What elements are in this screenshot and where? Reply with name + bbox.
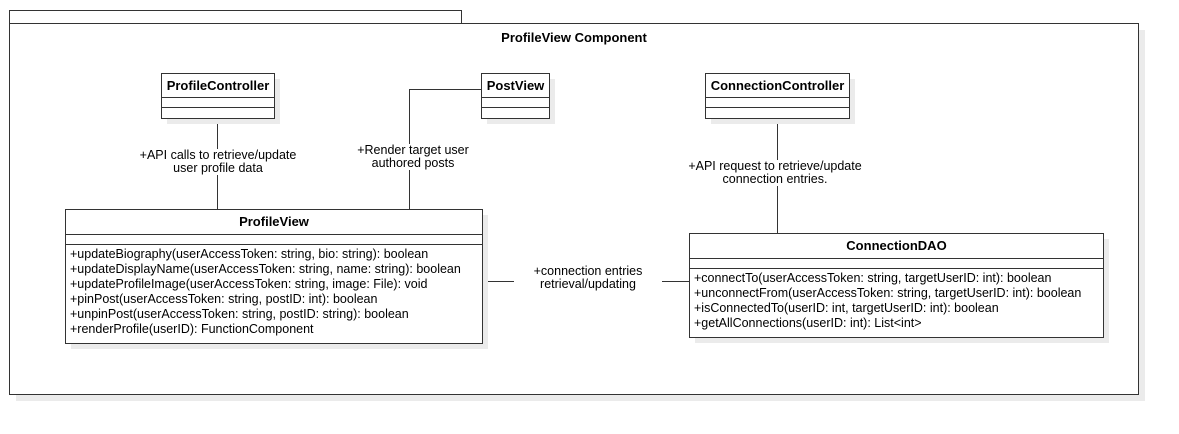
method-connect-to: +connectTo(userAccessToken: string, targ… (694, 271, 1052, 285)
attributes-section (162, 98, 274, 108)
attributes-section (66, 235, 482, 245)
method-get-all-connections: +getAllConnections(userID: int): List<in… (694, 316, 922, 330)
label-line-1: +connection entries (533, 264, 643, 278)
method-pin-post: +pinPost(userAccessToken: string, postID… (70, 292, 378, 306)
label-line-1: +API request to retrieve/update (688, 159, 862, 173)
package-title: ProfileView Component (501, 30, 647, 45)
label-line-1: +API calls to retrieve/update (139, 148, 297, 162)
association-label-controller-profileview: +API calls to retrieve/update user profi… (130, 149, 306, 175)
association-label-postview-profileview: +Render target user authored posts (350, 144, 476, 170)
class-post-view[interactable]: PostView (481, 73, 550, 119)
method-unconnect-from: +unconnectFrom(userAccessToken: string, … (694, 286, 1082, 300)
attributes-section (482, 98, 549, 108)
class-name: ConnectionController (706, 74, 849, 98)
class-connection-controller[interactable]: ConnectionController (705, 73, 850, 119)
package-tab (9, 10, 462, 25)
method-unpin-post: +unpinPost(userAccessToken: string, post… (70, 307, 409, 321)
methods-section: +updateBiography(userAccessToken: string… (66, 245, 482, 337)
methods-section (162, 108, 274, 117)
class-name: PostView (482, 74, 549, 98)
methods-section (482, 108, 549, 117)
attributes-section (690, 259, 1103, 269)
method-update-display-name: +updateDisplayName(userAccessToken: stri… (70, 262, 461, 276)
methods-section (706, 108, 849, 117)
method-update-biography: +updateBiography(userAccessToken: string… (70, 247, 429, 261)
class-connection-dao[interactable]: ConnectionDAO +connectTo(userAccessToken… (689, 233, 1104, 338)
label-line-2: authored posts (371, 156, 455, 170)
association-line-postview-horizontal (409, 89, 482, 90)
methods-section: +connectTo(userAccessToken: string, targ… (690, 269, 1103, 331)
class-name: ProfileView (66, 210, 482, 235)
label-line-2: retrieval/updating (540, 277, 636, 291)
class-profile-view[interactable]: ProfileView +updateBiography(userAccessT… (65, 209, 483, 344)
label-line-2: user profile data (173, 161, 263, 175)
label-line-2: connection entries. (722, 172, 828, 186)
attributes-section (706, 98, 849, 108)
association-label-profileview-dao: +connection entries retrieval/updating (514, 265, 662, 291)
class-name: ConnectionDAO (690, 234, 1103, 259)
method-render-profile: +renderProfile(userID): FunctionComponen… (70, 322, 314, 336)
association-label-controller-dao: +API request to retrieve/update connecti… (680, 160, 870, 186)
class-profile-controller[interactable]: ProfileController (161, 73, 275, 119)
class-name: ProfileController (162, 74, 274, 98)
label-line-1: +Render target user (357, 143, 469, 157)
method-is-connected-to: +isConnectedTo(userID: int, targetUserID… (694, 301, 999, 315)
method-update-profile-image: +updateProfileImage(userAccessToken: str… (70, 277, 428, 291)
